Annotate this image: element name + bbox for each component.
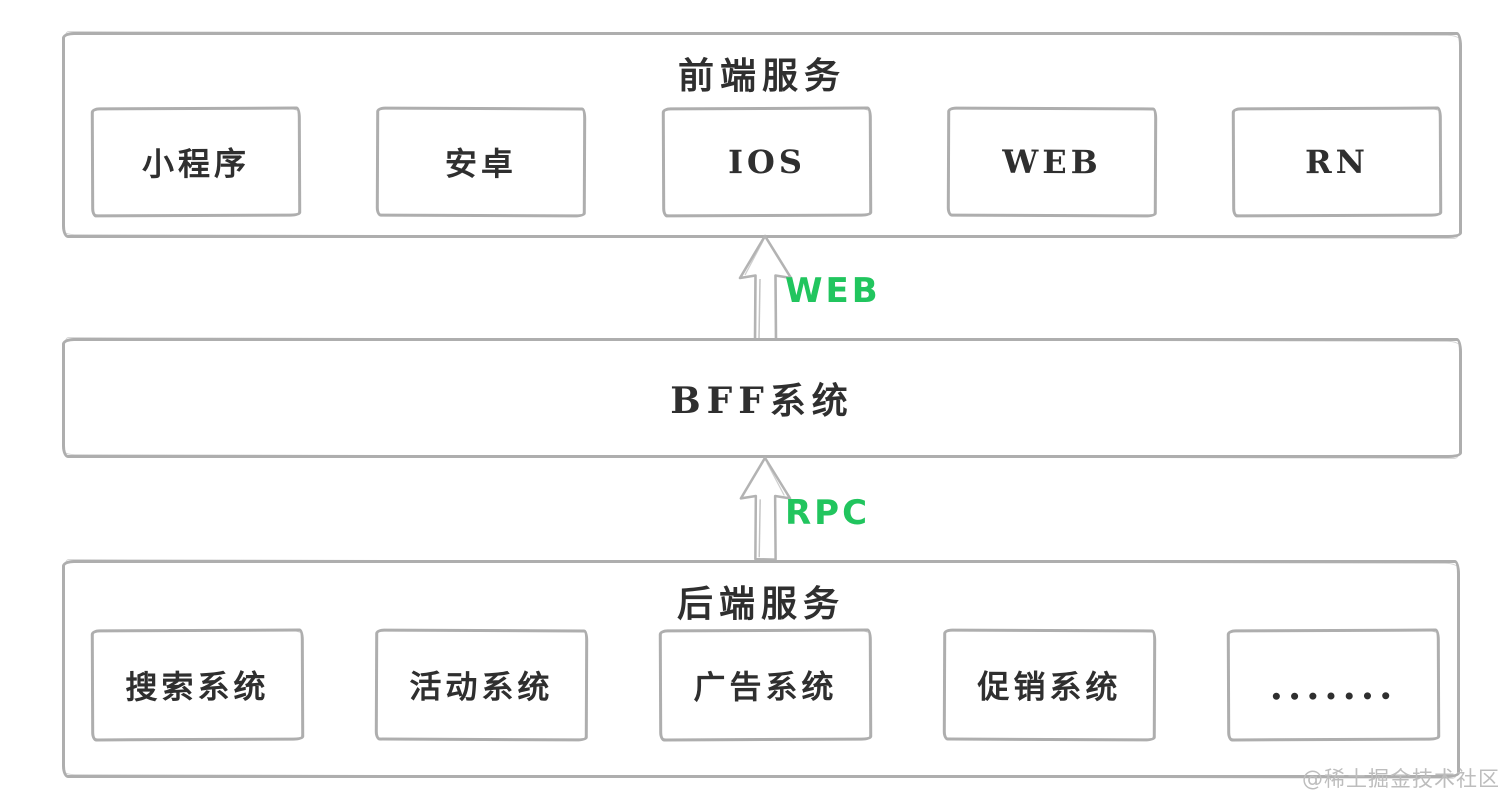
backend-layer: 后端服务 搜索系统 活动系统 广告系统 促销系统 ....... xyxy=(62,560,1460,778)
backend-box-promotion: 促销系统 xyxy=(942,628,1157,742)
web-arrow-label: WEB xyxy=(785,271,881,311)
frontend-box-android: 安卓 xyxy=(376,106,587,218)
rpc-arrow: RPC xyxy=(735,455,867,563)
backend-box-row: 搜索系统 活动系统 广告系统 促销系统 ....... xyxy=(90,628,1441,742)
backend-box-ads: 广告系统 xyxy=(658,628,873,742)
web-arrow: WEB xyxy=(735,233,878,345)
backend-box-ellipsis: ....... xyxy=(1226,628,1441,742)
backend-box-activity: 活动系统 xyxy=(374,628,589,742)
frontend-box-rn: RN xyxy=(1231,106,1443,218)
frontend-box-web: WEB xyxy=(946,106,1157,218)
frontend-box-ios: IOS xyxy=(661,106,872,218)
backend-layer-title: 后端服务 xyxy=(676,583,845,625)
bff-layer: BFF系统 xyxy=(62,338,1462,458)
frontend-layer-title: 前端服务 xyxy=(677,55,846,97)
watermark: @稀土掘金技术社区 xyxy=(1302,767,1500,791)
frontend-layer: 前端服务 小程序 安卓 IOS WEB RN xyxy=(62,32,1462,238)
rpc-arrow-label: RPC xyxy=(785,493,871,533)
frontend-box-miniprogram: 小程序 xyxy=(90,106,302,218)
frontend-box-row: 小程序 安卓 IOS WEB RN xyxy=(90,106,1443,218)
backend-box-search: 搜索系统 xyxy=(90,628,305,742)
bff-layer-title: BFF系统 xyxy=(670,380,854,422)
